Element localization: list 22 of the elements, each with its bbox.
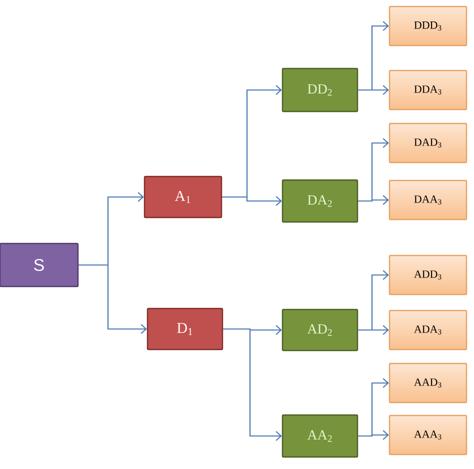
arrow (223, 328, 282, 441)
start-box: S (0, 242, 79, 288)
arrow (358, 195, 389, 205)
leaf-box: ADD$_{3}$ (388, 254, 468, 296)
leaf-box: DAA$_{3}$ (388, 180, 468, 220)
arrow (358, 430, 389, 440)
arrow (358, 85, 389, 95)
arrow (222, 196, 282, 206)
level-two-box: DA$_{2}$ (282, 179, 358, 223)
level-two-box: DD$_{2}$ (282, 68, 358, 112)
level-two-box: AD$_{2}$ (282, 308, 358, 352)
leaf-box: ADA$_{3}$ (388, 310, 468, 350)
arrow (358, 325, 389, 335)
level-two-box: AA$_{2}$ (282, 414, 358, 458)
leaf-box: AAD$_{3}$ (388, 362, 468, 404)
level-one-box: D$_{1}$ (146, 308, 224, 350)
leaf-box: DAD$_{3}$ (388, 122, 468, 164)
level-one-box: A$_{1}$ (144, 176, 222, 218)
leaf-box: DDA$_{3}$ (388, 70, 468, 110)
arrow (78, 264, 147, 334)
leaf-box: DDD$_{3}$ (388, 6, 468, 46)
leaf-box: AAA$_{3}$ (388, 414, 468, 456)
